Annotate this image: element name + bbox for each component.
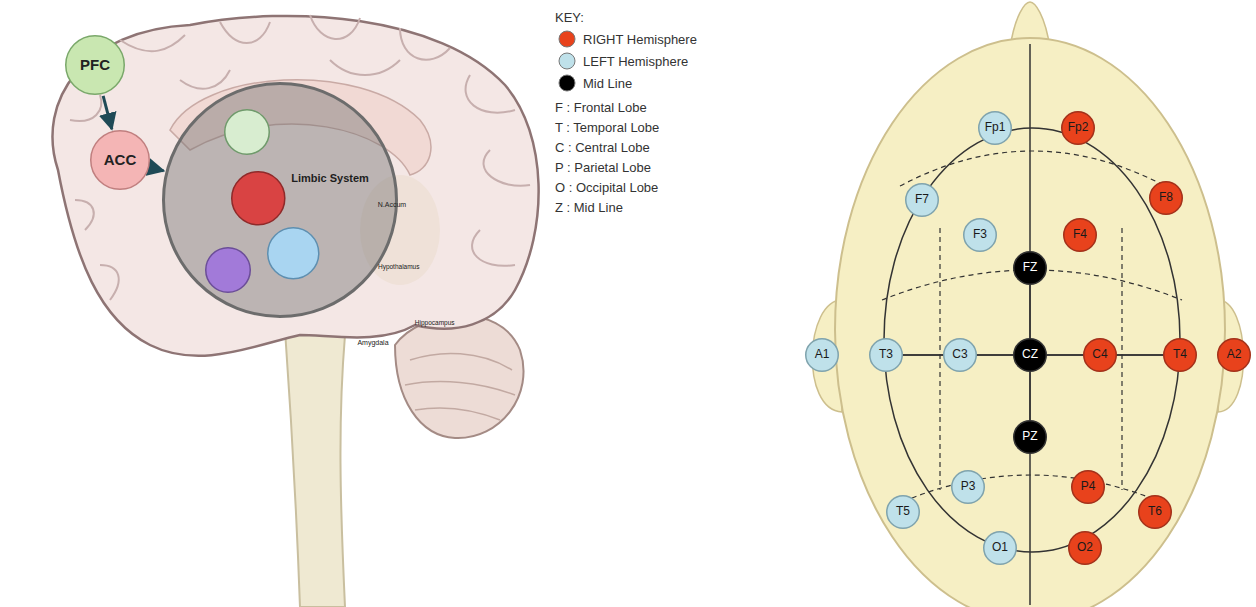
electrode-label: P3 <box>961 480 976 493</box>
limbic-region: Limbic System N.AccumHypothalamusAmygdala… <box>162 82 398 318</box>
region-label: Amygdala <box>357 339 388 347</box>
head-outline <box>835 38 1225 607</box>
region-label: ACC <box>104 152 137 169</box>
electrode-line <box>903 354 943 356</box>
circle-shape <box>231 171 286 226</box>
electrode-label: F8 <box>1159 191 1173 204</box>
electrode: F4 <box>1063 218 1097 252</box>
electrode-ring <box>884 128 1180 552</box>
legend-text: Mid Line <box>583 76 632 91</box>
electrode: FZ <box>1013 251 1047 285</box>
circle-shape <box>224 109 270 155</box>
electrode: F8 <box>1149 181 1183 215</box>
electrode: P4 <box>1071 470 1105 504</box>
lobe-note: C : Central Lobe <box>555 140 650 155</box>
legend-swatch <box>558 52 576 70</box>
electrode: F3 <box>963 218 997 252</box>
lobe-note: F : Frontal Lobe <box>555 100 647 115</box>
electrode-label: F7 <box>915 193 929 206</box>
electrode-line <box>1047 354 1083 356</box>
electrode-label: Fp1 <box>985 121 1006 134</box>
key-heading: KEY: <box>555 10 584 25</box>
lobe-note: O : Occipital Lobe <box>555 180 658 195</box>
brain-region: PFC <box>65 35 125 95</box>
electrode-line <box>977 354 1013 356</box>
electrode-label: P4 <box>1081 480 1096 493</box>
brainstem <box>285 330 345 607</box>
electrode: CZ <box>1013 338 1047 372</box>
electrode: O2 <box>1068 531 1102 565</box>
electrode: T4 <box>1163 338 1197 372</box>
brain-region: N.Accum <box>224 109 270 155</box>
electrode-label: T3 <box>879 348 893 361</box>
electrode-label: FZ <box>1023 261 1038 274</box>
electrode: Fp1 <box>978 111 1012 145</box>
circle-shape <box>205 247 251 293</box>
circle-shape <box>267 227 320 280</box>
electrode: PZ <box>1013 420 1047 454</box>
electrode: T6 <box>1138 495 1172 529</box>
electrode-line <box>1029 372 1031 420</box>
electrode: P3 <box>951 470 985 504</box>
electrode-label: A1 <box>815 348 830 361</box>
lobe-note: Z : Mid Line <box>555 200 623 215</box>
electrode-line <box>1029 285 1031 338</box>
brain-illustration <box>52 15 538 607</box>
legend-row: RIGHT Hemisphere <box>558 30 697 48</box>
legend-row: LEFT Hemisphere <box>558 52 688 70</box>
lobe-note: T : Temporal Lobe <box>555 120 659 135</box>
electrode: T5 <box>886 495 920 529</box>
projection-arrow <box>151 168 164 171</box>
electrode-label: T4 <box>1173 348 1187 361</box>
region-border <box>882 151 1182 505</box>
region-label: Hypothalamus <box>378 263 420 270</box>
lobe-note: P : Parietal Lobe <box>555 160 651 175</box>
legend-text: RIGHT Hemisphere <box>583 32 697 47</box>
legend-swatch <box>558 30 576 48</box>
electrode-label: F4 <box>1073 228 1087 241</box>
electrode: T3 <box>869 338 903 372</box>
region-label: Hippocampus <box>415 319 455 326</box>
electrode-label: O2 <box>1077 541 1093 554</box>
electrode-label: O1 <box>992 541 1008 554</box>
electrode: C3 <box>943 338 977 372</box>
electrode-label: C3 <box>952 348 967 361</box>
region-heading: Limbic System <box>291 172 369 184</box>
electrode-label: C4 <box>1092 348 1107 361</box>
projection-arrow <box>103 96 112 129</box>
electrode: C4 <box>1083 338 1117 372</box>
eeg-head <box>812 2 1243 607</box>
legend-row: Mid Line <box>558 74 632 92</box>
electrode: O1 <box>983 531 1017 565</box>
electrode-label: T5 <box>896 505 910 518</box>
region-label: PFC <box>80 57 110 74</box>
brain-region: Hippocampus <box>267 227 320 280</box>
electrode-label: PZ <box>1022 430 1037 443</box>
electrode-label: F3 <box>973 228 987 241</box>
electrode: F7 <box>905 183 939 217</box>
legend-text: LEFT Hemisphere <box>583 54 688 69</box>
electrode-label: CZ <box>1022 348 1038 361</box>
electrode: A2 <box>1217 338 1251 372</box>
legend-swatch <box>558 74 576 92</box>
electrode-line <box>1117 354 1163 356</box>
brain-region: Hypothalamus <box>231 171 286 226</box>
brain-region: ACC <box>90 130 150 190</box>
electrode: A1 <box>805 338 839 372</box>
electrode: Fp2 <box>1061 111 1095 145</box>
brain-region: Amygdala <box>205 247 251 293</box>
electrode-label: A2 <box>1227 348 1242 361</box>
electrode-label: T6 <box>1148 505 1162 518</box>
cerebellum <box>395 316 524 438</box>
region-label: N.Accum <box>378 201 406 209</box>
electrode-label: Fp2 <box>1068 121 1089 134</box>
cerebrum <box>52 16 538 356</box>
